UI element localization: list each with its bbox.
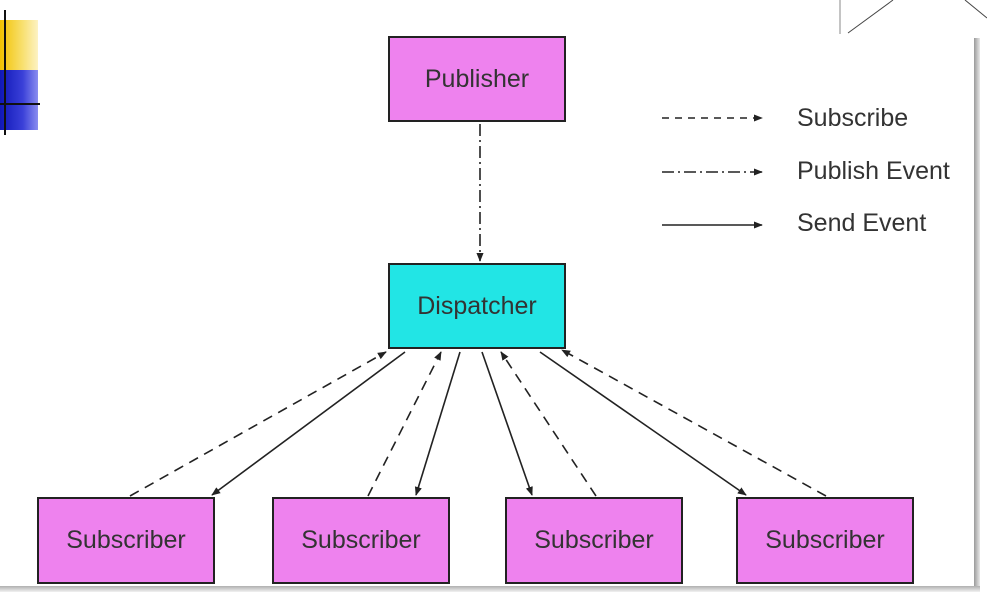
decor-yellow-block: [0, 20, 38, 70]
subscriber-label: Subscriber: [534, 526, 654, 554]
publisher-node: Publisher: [388, 36, 566, 122]
subscriber-label: Subscriber: [765, 526, 885, 554]
dispatcher-node: Dispatcher: [388, 263, 566, 349]
subscriber-node-4: Subscriber: [736, 497, 914, 584]
subscriber-label: Subscriber: [66, 526, 186, 554]
edge-send-1: [211, 351, 406, 496]
edge-send-4: [539, 351, 747, 496]
subscriber-node-1: Subscriber: [37, 497, 215, 584]
edge-subscribe-3: [500, 351, 597, 497]
decor-blue-block: [0, 70, 38, 130]
subscriber-label: Subscriber: [301, 526, 421, 554]
dispatcher-label: Dispatcher: [417, 291, 537, 320]
panel-shadow-bottom: [0, 586, 980, 592]
decor-corner-lines: [839, 0, 987, 34]
legend-publish-event-label: Publish Event: [797, 157, 950, 185]
publisher-label: Publisher: [424, 64, 530, 93]
legend-send-event-label: Send Event: [797, 209, 927, 237]
edge-subscribe-4: [561, 349, 827, 497]
subscriber-node-3: Subscriber: [505, 497, 683, 584]
decor-vertical-line: [4, 10, 6, 135]
edge-subscribe-2: [367, 351, 442, 497]
edge-send-3: [481, 351, 533, 496]
legend-subscribe-label: Subscribe: [797, 104, 909, 132]
decor-horizontal-line: [0, 103, 40, 105]
edge-subscribe-1: [129, 351, 387, 497]
edge-send-2: [414, 351, 461, 496]
subscriber-node-2: Subscriber: [272, 497, 450, 584]
panel-shadow-right: [974, 38, 980, 588]
